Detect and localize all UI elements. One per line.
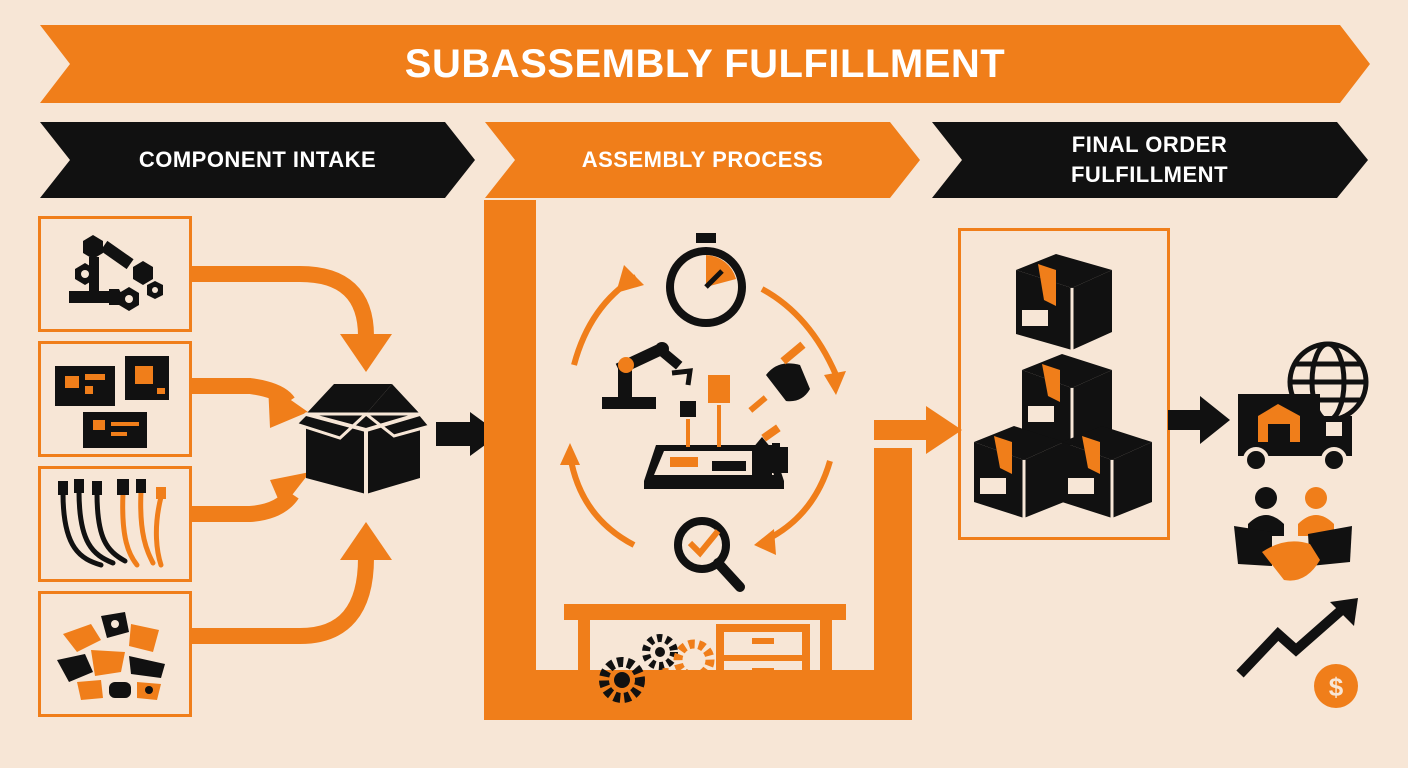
fasteners-icon: [69, 235, 163, 311]
stage-label-fulfillment-line1: FINAL ORDER: [1071, 132, 1228, 157]
assembly-cycle: [560, 233, 846, 592]
stopwatch-icon: [666, 233, 746, 327]
packages-box: [958, 228, 1170, 540]
workbench-area: [564, 604, 846, 704]
fulfillment-arrow-in: [874, 406, 962, 454]
circuit-boards-icon: [55, 356, 169, 448]
intake-arrows: [192, 266, 500, 644]
parts-icon: [57, 612, 165, 700]
delivery-truck-icon: [1238, 394, 1352, 473]
svg-text:$: $: [1329, 672, 1344, 702]
circuit-assembly-icon: [644, 375, 784, 489]
intake-item-circuit-boards: [38, 341, 192, 457]
intake-item-fasteners: [38, 216, 192, 332]
gears-icon: [599, 634, 715, 704]
open-box-icon: [293, 384, 433, 494]
fulfillment-outcomes: $: [1168, 341, 1369, 708]
dollar-icon: $: [1314, 664, 1358, 708]
stage-banners: [40, 122, 1368, 198]
title-banner: [40, 25, 1370, 103]
tool-hand-icon: [748, 341, 810, 487]
stage-label-fulfillment: FINAL ORDER FULFILLMENT: [962, 122, 1337, 198]
robot-arm-icon: [602, 342, 693, 409]
workbench-icon: [716, 624, 810, 692]
stacked-packages-icon: [974, 254, 1152, 518]
diagram-title: SUBASSEMBLY FULFILLMENT: [404, 41, 1006, 86]
intake-item-cables: [38, 466, 192, 582]
cables-icon: [58, 479, 166, 568]
growth-arrow-icon: [1236, 598, 1358, 678]
stage-label-fulfillment-line2: FULFILLMENT: [1070, 162, 1229, 187]
stage-label-assembly: ASSEMBLY PROCESS: [581, 147, 824, 172]
intake-item-parts: [38, 591, 192, 717]
inspection-icon: [674, 517, 745, 592]
handshake-icon: [1234, 487, 1352, 581]
assembly-frame: [484, 200, 912, 720]
stage-label-intake: COMPONENT INTAKE: [138, 147, 377, 172]
